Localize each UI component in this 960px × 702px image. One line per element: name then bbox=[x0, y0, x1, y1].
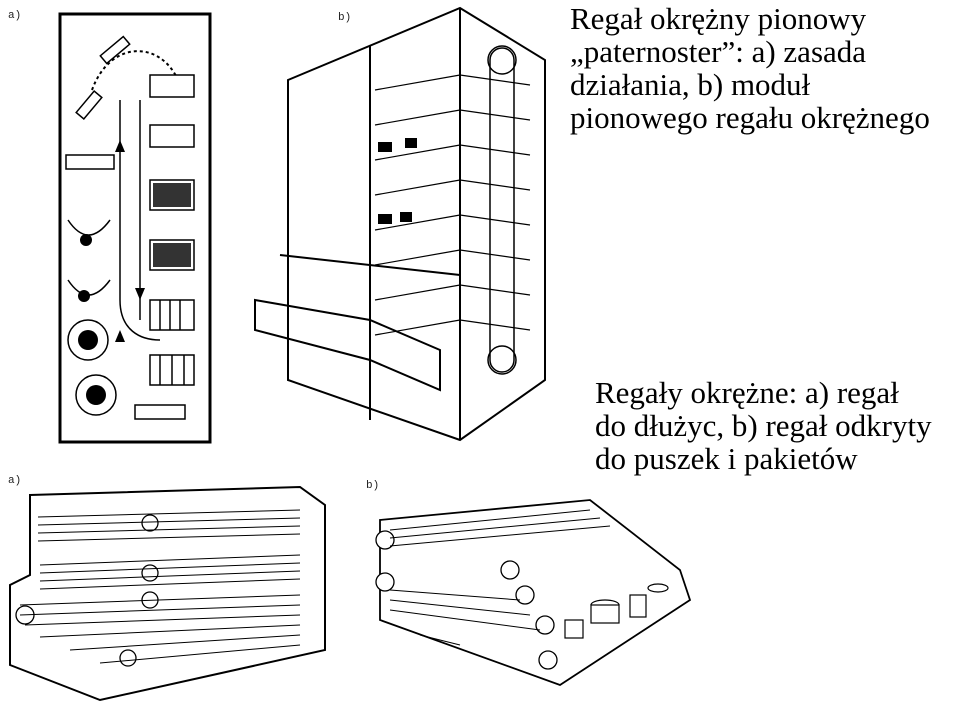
caption-line: do puszek i pakietów bbox=[595, 441, 858, 476]
cans-packets-carousel-drawing: b) bbox=[360, 470, 700, 702]
caption-paternoster: Regał okrężny pionowy „paternoster”: a) … bbox=[570, 2, 930, 134]
label-a-bottom: a) bbox=[8, 475, 22, 487]
paternoster-principle-diagram: a) bbox=[0, 0, 230, 450]
caption-line: Regał okrężny pionowy bbox=[570, 1, 867, 36]
vertical-carousel-module-drawing: b) bbox=[250, 0, 550, 450]
caption-line: „paternoster”: a) zasada bbox=[570, 34, 867, 69]
module-drawing bbox=[254, 6, 546, 442]
label-b-bottom: b) bbox=[366, 480, 380, 492]
principle-drawing bbox=[58, 12, 212, 444]
label-a-top: a) bbox=[8, 10, 22, 22]
caption-line: pionowego regału okrężnego bbox=[570, 100, 930, 135]
caption-line: działania, b) moduł bbox=[570, 67, 811, 102]
caption-line: Regały okrężne: a) regał bbox=[595, 375, 899, 410]
caption-carousel-racks: Regały okrężne: a) regał do dłużyc, b) r… bbox=[595, 376, 932, 475]
cans-drawing bbox=[375, 499, 692, 686]
caption-line: do dłużyc, b) regał odkryty bbox=[595, 408, 932, 443]
long-goods-carousel-drawing: a) bbox=[0, 465, 340, 702]
long-goods-drawing bbox=[9, 485, 326, 702]
label-b-top: b) bbox=[338, 12, 352, 24]
